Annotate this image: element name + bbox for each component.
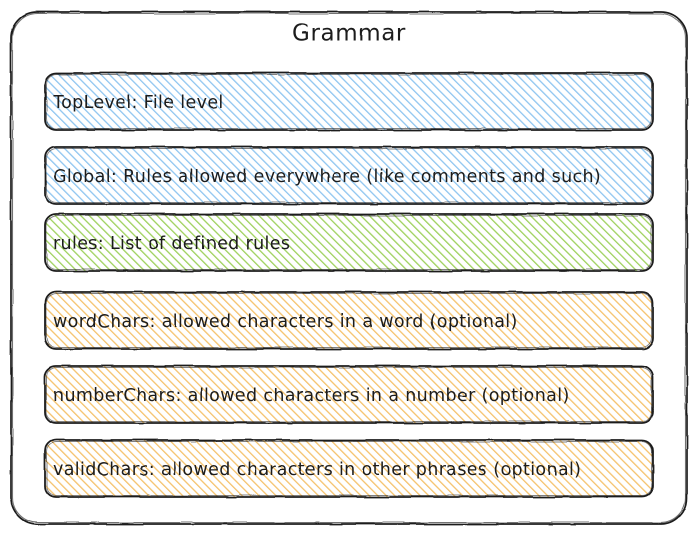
block-validchars-label: validChars: allowed characters in other …: [53, 460, 581, 480]
block-toplevel[interactable]: TopLevel: File level: [44, 72, 654, 131]
diagram-title: Grammar: [292, 21, 406, 47]
block-global-label: Global: Rules allowed everywhere (like c…: [53, 167, 601, 187]
block-rules[interactable]: rules: List of defined rules: [44, 213, 654, 272]
block-rules-outline: [44, 213, 654, 272]
block-validchars-outline-pass2: [46, 441, 652, 496]
block-validchars-hatch: [45, 440, 653, 497]
block-global-outline: [44, 146, 654, 205]
block-numberchars[interactable]: numberChars: allowed characters in a num…: [44, 365, 654, 424]
block-global-outline-pass2: [46, 148, 652, 203]
block-wordchars-hatch: [45, 292, 653, 349]
block-toplevel-outline-pass2: [46, 74, 652, 129]
block-global[interactable]: Global: Rules allowed everywhere (like c…: [44, 146, 654, 205]
block-validchars[interactable]: validChars: allowed characters in other …: [44, 439, 654, 498]
block-rules-outline-pass2: [46, 215, 652, 270]
container-outline-sketch-pass2: [11, 12, 687, 524]
block-numberchars-outline-pass2: [46, 367, 652, 422]
block-global-hatch: [45, 147, 653, 204]
block-toplevel-outline: [44, 72, 654, 131]
block-toplevel-label: TopLevel: File level: [52, 93, 224, 113]
block-wordchars[interactable]: wordChars: allowed characters in a word …: [44, 291, 654, 350]
block-toplevel-hatch: [45, 73, 653, 130]
block-numberchars-hatch: [45, 366, 653, 423]
block-wordchars-outline-pass2: [46, 293, 652, 348]
block-wordchars-outline: [44, 291, 654, 350]
block-numberchars-label: numberChars: allowed characters in a num…: [53, 386, 570, 406]
block-rules-label: rules: List of defined rules: [53, 234, 290, 254]
block-validchars-outline: [44, 439, 654, 498]
block-rules-hatch: [45, 214, 653, 271]
block-numberchars-outline: [44, 365, 654, 424]
block-wordchars-label: wordChars: allowed characters in a word …: [53, 312, 518, 332]
